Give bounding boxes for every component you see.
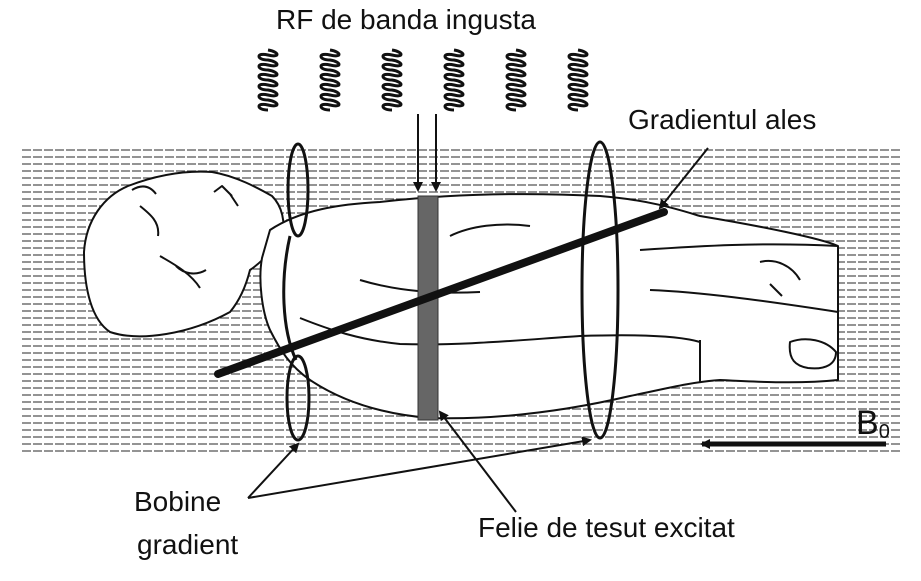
b0-main: B <box>856 404 879 442</box>
gradient-coil-left-top <box>286 142 310 238</box>
rf-wave-icon <box>257 48 279 112</box>
rf-wave-icon <box>567 48 589 112</box>
patient-face <box>131 185 239 289</box>
patient-legs <box>639 243 839 382</box>
gradient-pointer-arrow <box>658 147 709 210</box>
b0-label: B0 <box>856 404 890 443</box>
coils-label-line1: Bobine <box>134 486 222 517</box>
rf-wave-icon <box>443 48 465 112</box>
excited-slice <box>417 195 439 421</box>
rf-waves <box>257 48 589 112</box>
coil-pointer-arrow-right <box>247 436 592 499</box>
rf-wave-icon <box>381 48 403 112</box>
gradient-coil-right <box>580 140 620 440</box>
rf-wave-icon <box>505 48 527 112</box>
rf-title: RF de banda ingusta <box>276 4 536 35</box>
coils-label-line2: gradient <box>137 529 239 560</box>
patient-head <box>83 170 285 338</box>
rf-wave-icon <box>319 48 341 112</box>
patient-body <box>259 193 839 420</box>
annotation-arrows <box>247 147 709 513</box>
rf-arrows <box>413 114 441 192</box>
coil-pointer-arrow-left <box>247 442 300 499</box>
patient-hand <box>759 260 837 370</box>
gradient-line <box>214 208 668 378</box>
excited-slice-label: Felie de tesut excitat <box>478 512 735 543</box>
slice-pointer-arrow <box>438 410 517 513</box>
b0-subscript: 0 <box>878 421 890 443</box>
selected-gradient-label: Gradientul ales <box>628 104 817 135</box>
gradient-coil-left-bottom <box>285 354 311 442</box>
patient-outline <box>83 170 839 420</box>
